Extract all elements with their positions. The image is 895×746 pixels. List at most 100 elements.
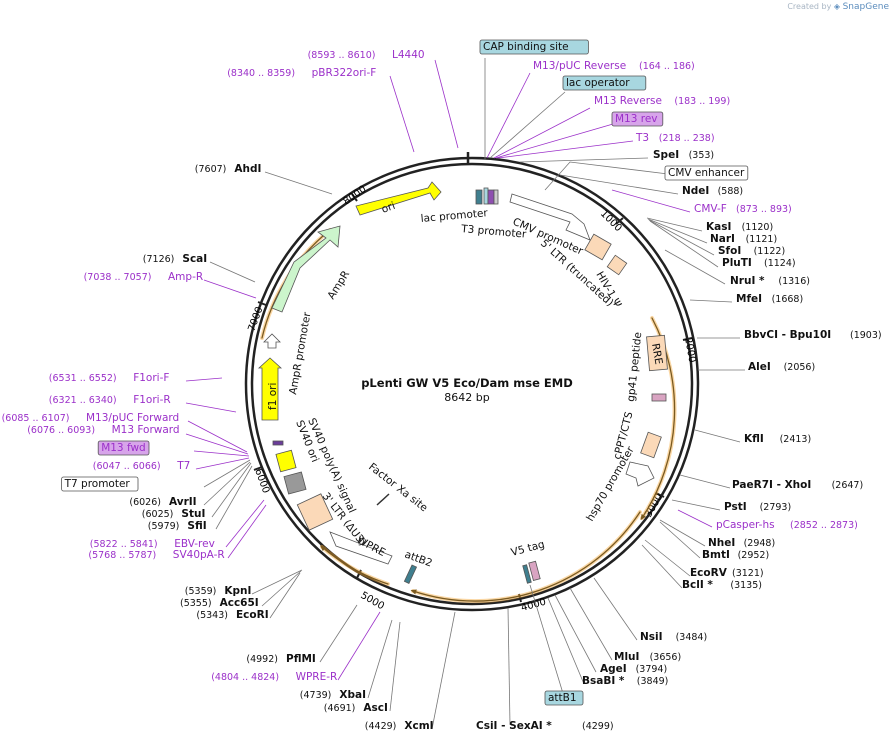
outer-label-primer: F1ori-F(6531 .. 6552) xyxy=(49,372,170,384)
label-name: AscI xyxy=(363,702,388,714)
label-position: (1316) xyxy=(778,276,810,287)
outer-label-site: NruI *(1316) xyxy=(730,275,810,287)
label-name: M13 fwd xyxy=(101,442,146,454)
label-box xyxy=(61,476,139,492)
leader-pcasper xyxy=(677,509,713,528)
label-name: NsiI xyxy=(640,631,663,643)
label-position: (588) xyxy=(718,186,744,197)
label-position: (3656) xyxy=(650,652,682,663)
leader-attb1 xyxy=(529,584,566,701)
orange-arc-bottom-line xyxy=(410,511,641,602)
leader-m13fwd xyxy=(185,433,249,455)
tick-1000 xyxy=(615,217,624,225)
leader-kpni xyxy=(251,569,303,595)
label-position: (5979) xyxy=(148,521,180,532)
leader-nrui xyxy=(664,249,726,285)
label-position: (183 .. 199) xyxy=(674,96,730,107)
label-position: (6321 .. 6340) xyxy=(49,395,117,406)
f1-ori-feature xyxy=(257,357,283,421)
leader-ecorv xyxy=(644,539,691,577)
label-name: pCasper-hs xyxy=(716,519,775,531)
outer-label-site: ScaI(7126) xyxy=(143,253,207,265)
label-name: WPRE-R xyxy=(296,671,338,683)
tick-6000 xyxy=(253,466,263,471)
label-name: F1ori-R xyxy=(133,394,170,406)
leader-mfei xyxy=(689,299,733,303)
leader-m13fwd-box xyxy=(193,450,250,457)
outer-label-site: SfiI(5979) xyxy=(148,520,207,532)
label-position: (2952) xyxy=(738,550,770,561)
leader-asci xyxy=(389,621,401,712)
sv40-ori-feature xyxy=(275,449,297,473)
outer-label-feature: attB1 xyxy=(544,690,584,706)
outer-label-site: AscI(4691) xyxy=(324,702,388,714)
cppt-feature xyxy=(640,431,662,459)
label-position: (5343) xyxy=(196,610,228,621)
label-name: NheI xyxy=(708,537,735,549)
label-position: (2413) xyxy=(780,434,812,445)
outer-label-primer: pCasper-hs(2852 .. 2873) xyxy=(716,519,858,531)
label-name: PflMI xyxy=(286,653,316,665)
leader-pflmi xyxy=(319,604,358,663)
label-name: M13/pUC Reverse xyxy=(533,60,626,72)
outer-label-site: KpnI(5359) xyxy=(185,585,252,597)
label-name: PluTI xyxy=(722,257,752,269)
leader-nari xyxy=(647,218,708,244)
label-name: pBR322ori-F xyxy=(312,67,377,79)
label-position: (3121) xyxy=(732,568,764,579)
leader-scai xyxy=(209,261,256,283)
tick-3000 xyxy=(655,492,665,498)
tick-7000 xyxy=(257,301,267,306)
tick-8000 xyxy=(351,193,358,202)
factor-xa-mark xyxy=(376,493,390,506)
label-position: (1120) xyxy=(742,222,774,233)
leader-t7 xyxy=(195,457,250,470)
label-position: (1668) xyxy=(772,294,804,305)
cmv-promoter-feature xyxy=(509,193,591,241)
leader-xhoi xyxy=(679,474,731,489)
leader-pluti xyxy=(649,220,719,268)
leader-t3 xyxy=(497,140,634,159)
leader-f1orif xyxy=(185,377,223,382)
tick-5000 xyxy=(356,569,362,579)
label-position: (5359) xyxy=(185,586,217,597)
label-name: EBV-rev xyxy=(174,538,215,550)
outer-label-site: SpeI(353) xyxy=(653,149,714,161)
label-name: XbaI xyxy=(339,689,366,701)
leader-xbai xyxy=(367,619,393,699)
outer-label-primer: L4440(8593 .. 8610) xyxy=(308,49,425,61)
outer-label-site: MfeI (1668) xyxy=(736,293,803,305)
leader-m13puc-fwd xyxy=(187,420,248,453)
snapgene-logo-icon: ◈ xyxy=(833,2,841,11)
ampr-promoter-feature xyxy=(263,333,281,349)
label-position: (1122) xyxy=(754,246,786,257)
leader-avrii xyxy=(203,461,251,506)
label-box xyxy=(544,690,584,706)
backbone xyxy=(244,152,700,612)
outer-label-site: BclI *(3135) xyxy=(682,579,762,591)
label-name: MfeI xyxy=(736,293,762,305)
outer-label-featurewhite: T7 promoter xyxy=(61,476,139,492)
label-name: AhdI xyxy=(234,163,261,175)
outer-labels-left: L4440(8593 .. 8610) pBR322ori-F(8340 .. 8… xyxy=(2,49,434,732)
outer-label-primer: pBR322ori-F(8340 .. 8359) xyxy=(227,67,376,79)
tick-2000 xyxy=(682,337,693,341)
tick-label-4000: 4000 xyxy=(520,597,547,614)
outer-label-primerbox: M13 rev xyxy=(611,111,664,127)
label-name: BmtI xyxy=(702,549,730,561)
tick-label-6000: 6000 xyxy=(252,467,271,495)
label-name: AleI xyxy=(748,361,771,373)
outer-label-site: BmtI (2952) xyxy=(702,549,769,561)
outer-label-primer: M13/pUC Reverse(164 .. 186) xyxy=(533,60,695,72)
label-position: (4429) xyxy=(365,721,397,732)
label-name: ScaI xyxy=(182,253,207,265)
outer-label-site: EcoRV(3121) xyxy=(690,567,764,579)
label-position: (4299) xyxy=(582,721,614,732)
outer-label-site: CsiI - SexAI *(4299) xyxy=(476,720,614,732)
label-name: SpeI xyxy=(653,149,679,161)
label-name: PstI xyxy=(724,501,747,513)
label-position: (2948) xyxy=(744,538,776,549)
tick-label-2000: 2000 xyxy=(682,337,697,364)
outer-label-site: AvrII(6026) xyxy=(129,496,196,508)
ampr-label: AmpR xyxy=(325,269,352,302)
